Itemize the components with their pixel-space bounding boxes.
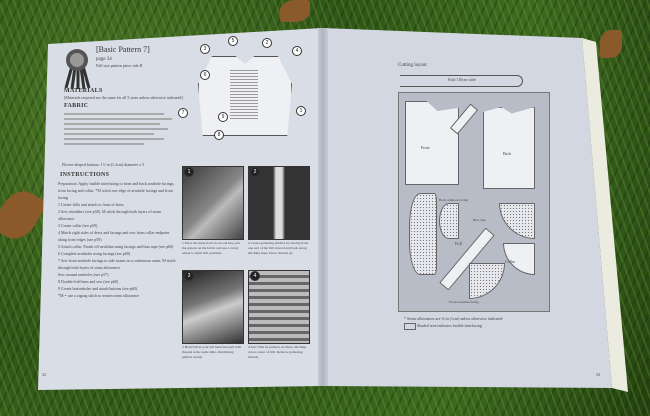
photo-caption: 2 Create gathering stitches by sewing fr…	[248, 241, 309, 255]
fabric-width-label: Fold 110cm wide	[446, 77, 478, 84]
instruction-step: 3 Create collar (see p59)	[58, 223, 98, 228]
instructions-heading: INSTRUCTIONS	[60, 172, 110, 178]
instruction-step: 9 Create buttonholes and attach buttons …	[58, 286, 137, 291]
buttons-text: Flower-shaped buttons: 1½ in (1.2cm) dia…	[62, 162, 145, 167]
back-armhole-facing	[409, 193, 437, 275]
photo-number: 4	[250, 271, 260, 281]
instruction-step: *M = use a zigzag stitch to neaten seam …	[58, 293, 140, 298]
pattern-title: [Basic Pattern 7]	[96, 45, 150, 54]
page-reference: page 34	[96, 57, 112, 62]
dry-leaf	[280, 0, 310, 22]
step-photo-4	[248, 270, 310, 344]
diagram-number: 2	[262, 38, 272, 48]
step-photo-3	[182, 270, 244, 344]
step-photo-2	[248, 166, 310, 240]
photo-caption: 4 Sew frills in position on dress, stitc…	[248, 345, 307, 359]
left-folio: 32	[42, 372, 46, 377]
materials-heading: MATERIALS	[64, 88, 103, 94]
step-photo-1	[182, 166, 244, 240]
photo-caption: 3 Hold frill in your left hand and pull …	[182, 345, 242, 359]
instruction-step: Preparation: Apply fusible interfacing t…	[58, 181, 175, 200]
photo-number: 1	[184, 167, 194, 177]
cutting-layout-heading: Cutting layout	[398, 63, 427, 68]
photo-number: 2	[250, 167, 260, 177]
right-folio: 33	[596, 372, 600, 377]
front-neckline-facing	[469, 263, 505, 299]
piece-label: Bias tape	[473, 218, 486, 222]
piece-label: Frill	[455, 241, 462, 246]
instruction-step: 4 Match right sides of dress and facings…	[58, 230, 170, 242]
piece-label: Back	[503, 151, 512, 156]
book-spine	[318, 28, 328, 386]
frill-detail	[230, 70, 258, 120]
interfacing-legend: Shaded area indicates fusible interfacin…	[417, 323, 482, 328]
materials-text: [Materials required are the same for all…	[64, 95, 183, 100]
instruction-step: 8 Double-fold hem and sew (see p60)	[58, 279, 119, 284]
instruction-step: 6 Complete armholes using facings (see p…	[58, 251, 131, 256]
piece-label: Front neckline facing	[449, 300, 479, 304]
instruction-step: 5 Attach collar. Finish off neckline usi…	[58, 244, 174, 249]
pattern-subtitle: Full size pattern piece side B	[96, 63, 143, 68]
diagram-number: 3	[200, 44, 210, 54]
back-piece	[483, 107, 535, 189]
instruction-step: 2 Sew shoulders (see p58). M stitch thro…	[58, 209, 161, 221]
diagram-number: 6	[200, 70, 210, 80]
fabric-width-indicator	[400, 75, 523, 87]
instruction-step: Sew around armholes (see p57)	[58, 272, 109, 277]
front-piece	[405, 101, 459, 185]
piece-label: Front	[421, 145, 430, 150]
diagram-number: 9	[218, 112, 228, 122]
seam-allowance-note: * Seam allowances are ⅜ in (1cm) unless …	[404, 316, 503, 321]
rosette-icon	[64, 49, 91, 90]
cutting-layout-diagram: Front Back Frill Collar Back armhole fac…	[398, 92, 550, 312]
diagram-number: 5	[228, 36, 238, 46]
photo-caption: 1 Place the dress front in cut-out line,…	[182, 241, 240, 255]
diagram-number: 4	[292, 46, 302, 56]
diagram-number: 8	[214, 130, 224, 140]
instructions-list: Preparation: Apply fusible interfacing t…	[58, 180, 178, 299]
fabric-lines	[64, 111, 174, 148]
diagram-number: 7	[178, 108, 188, 118]
piece-label: Back armhole facing	[439, 198, 469, 202]
instruction-step: 1 Create frills and attach to front of d…	[58, 202, 124, 207]
diagram-number: 1	[296, 106, 306, 116]
photo-number: 3	[184, 271, 194, 281]
instruction-step: 7 Sew front armhole facings to side seam…	[58, 258, 176, 270]
armhole-facing	[439, 203, 459, 239]
fabric-heading: FABRIC	[64, 103, 89, 109]
dry-leaf	[600, 30, 622, 58]
piece-label: Collar	[505, 259, 515, 264]
collar-piece	[499, 203, 535, 239]
interfacing-legend-swatch	[404, 323, 416, 330]
